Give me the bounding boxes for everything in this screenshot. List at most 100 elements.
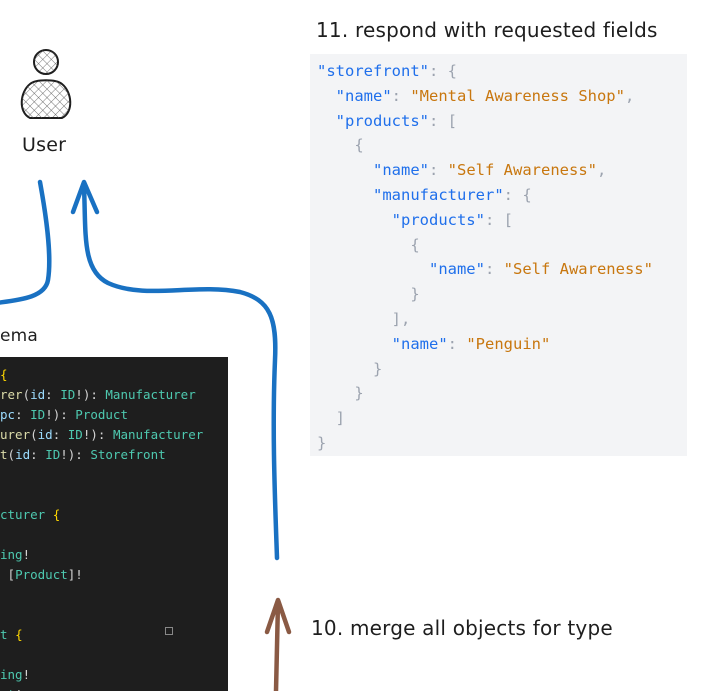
code-token xyxy=(317,335,392,353)
code-token: id xyxy=(15,447,31,462)
schema-line xyxy=(0,525,228,545)
code-token: "Mental Awareness Shop" xyxy=(410,86,625,105)
code-token: Manufacturer xyxy=(112,427,204,442)
code-token: Storefront xyxy=(90,447,166,462)
code-token: ! xyxy=(22,667,31,682)
schema-line: t { xyxy=(0,625,228,645)
schema-line: ing! xyxy=(0,665,228,685)
code-token: rer xyxy=(0,387,23,402)
code-token: , xyxy=(596,161,607,180)
code-token xyxy=(8,627,16,642)
code-token: ID xyxy=(60,387,76,402)
code-token: : xyxy=(45,387,61,402)
code-token: : { xyxy=(503,185,532,204)
code-token: "storefront" xyxy=(317,62,429,80)
code-token: "name" xyxy=(335,86,392,105)
code-token: urer xyxy=(0,427,31,442)
merge-step-label: 10. merge all objects for type xyxy=(311,616,613,640)
json-line: ] xyxy=(317,406,687,431)
code-token: ]! xyxy=(67,567,83,582)
code-token xyxy=(317,211,392,229)
code-token xyxy=(317,260,429,278)
code-token: ing xyxy=(0,667,23,682)
code-token: { xyxy=(52,507,61,522)
code-token: pc xyxy=(0,407,16,422)
code-token: "Penguin" xyxy=(466,334,551,353)
json-line: } xyxy=(317,431,687,456)
code-token: : [ xyxy=(484,210,513,229)
code-token xyxy=(45,507,53,522)
code-token: : xyxy=(484,260,504,279)
merge-arrowhead xyxy=(264,597,292,635)
code-token: { xyxy=(317,136,364,155)
code-token: : { xyxy=(428,62,457,80)
code-token: ing xyxy=(0,547,23,562)
json-response-panel: "storefront": { "name": "Mental Awarenes… xyxy=(310,54,687,456)
code-token: Manufacturer xyxy=(105,387,196,402)
code-token: ! xyxy=(15,687,23,691)
json-line: { xyxy=(317,133,687,158)
schema-line xyxy=(0,605,228,625)
schema-line: ing! xyxy=(0,545,228,565)
respond-step-label: 11. respond with requested fields xyxy=(316,18,658,42)
code-token: { xyxy=(317,235,420,254)
json-line: "manufacturer": { xyxy=(317,183,687,208)
code-token: , xyxy=(624,86,635,105)
code-token: { xyxy=(0,367,8,382)
code-token: : xyxy=(30,447,46,462)
schema-line: cturer { xyxy=(0,505,228,525)
json-line: "name": "Mental Awareness Shop", xyxy=(317,84,687,109)
code-token: ID xyxy=(67,427,83,442)
json-line: } xyxy=(317,381,687,406)
code-token: : xyxy=(391,86,411,105)
code-token: id xyxy=(30,387,46,402)
code-token: ct xyxy=(0,687,15,691)
code-token xyxy=(317,161,373,179)
code-token: ] xyxy=(317,409,345,428)
code-token: ID xyxy=(45,447,61,462)
code-token: ! xyxy=(22,547,31,562)
code-token: ( xyxy=(30,427,38,442)
code-token: } xyxy=(317,384,364,403)
schema-line xyxy=(0,585,228,605)
code-token: !): xyxy=(45,407,76,422)
code-token: Product xyxy=(75,407,128,422)
request-arrow-line xyxy=(0,179,52,305)
code-token: "products" xyxy=(335,111,429,130)
code-token: } xyxy=(317,285,420,304)
response-arrowhead xyxy=(70,179,100,215)
code-token: : xyxy=(447,334,467,353)
code-token: ( xyxy=(7,447,16,462)
code-token: "name" xyxy=(428,260,485,279)
schema-line: rer(id: ID!): Manufacturer xyxy=(0,385,228,405)
code-token: t xyxy=(0,447,8,462)
code-token: ( xyxy=(22,387,31,402)
user-label: User xyxy=(22,134,67,156)
schema-line: t(id: ID!): Storefront xyxy=(0,445,228,465)
schema-line xyxy=(0,465,228,485)
code-token: { xyxy=(15,627,23,642)
code-token: Product xyxy=(15,567,68,582)
code-token: } xyxy=(317,359,383,378)
code-token: "products" xyxy=(391,210,485,229)
json-line: "name": "Penguin" xyxy=(317,332,687,357)
code-token: ], xyxy=(317,309,411,328)
code-token: cturer xyxy=(0,507,46,522)
json-line: } xyxy=(317,282,687,307)
code-token: ID xyxy=(30,407,46,422)
json-line: { xyxy=(317,233,687,258)
json-line: "storefront": { xyxy=(317,59,687,84)
json-line: "products": [ xyxy=(317,109,687,134)
schema-line: ct! xyxy=(0,685,228,691)
code-token: : xyxy=(15,407,31,422)
code-token: id xyxy=(37,427,53,442)
user-icon xyxy=(20,49,72,119)
schema-line xyxy=(0,485,228,505)
code-token: !): xyxy=(60,447,91,462)
schema-line: { xyxy=(0,365,228,385)
code-token: "manufacturer" xyxy=(373,185,504,204)
schema-line: [Product]! xyxy=(0,565,228,585)
merge-arrow-line xyxy=(273,599,281,691)
